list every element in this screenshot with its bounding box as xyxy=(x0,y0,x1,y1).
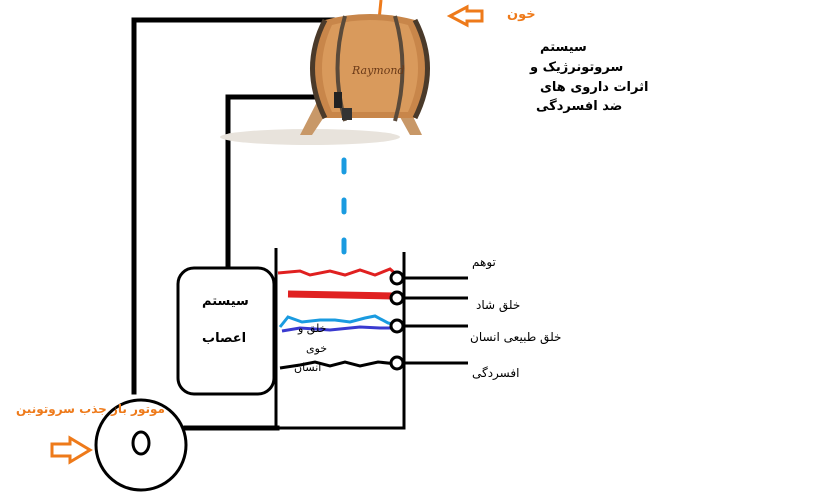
wire-depression xyxy=(279,360,398,370)
wine-barrel-icon: Raymond xyxy=(220,14,430,145)
mood-wires xyxy=(277,267,398,370)
system-title-line2: سروتونرژیک و xyxy=(530,60,624,75)
wire-illusion xyxy=(277,267,398,277)
label-happy-mood: خلق شاد xyxy=(476,298,521,312)
terminal-happy xyxy=(389,290,405,306)
label-depression: افسردگی xyxy=(472,366,520,380)
nerve-system-line2: اعصاب xyxy=(202,331,247,346)
terminal-natural xyxy=(389,318,405,334)
terminal-illusion xyxy=(389,270,405,286)
tap-wire xyxy=(225,94,343,275)
terminal-depression xyxy=(389,355,405,371)
nerve-system-box xyxy=(176,266,276,396)
right-arrow-icon xyxy=(50,4,484,465)
system-title-line3: اثرات داروی های xyxy=(540,80,649,95)
human-mood-line1: خلق و xyxy=(298,322,327,335)
label-natural-mood: خلق طبیعی انسان xyxy=(470,330,562,344)
wire-happy xyxy=(287,290,395,300)
human-mood-line2: خوی xyxy=(306,342,328,355)
motor-arrow xyxy=(50,435,93,465)
motor-label: موتور باز جذب سروتونین xyxy=(16,402,165,416)
wire-natural-purple xyxy=(281,325,397,333)
blood-label: خون xyxy=(507,7,536,22)
system-title-line1: سیستم xyxy=(540,40,587,55)
motor-circle-icon xyxy=(94,398,188,492)
label-illusion: توهم xyxy=(472,255,496,269)
nerve-system-line1: سیستم xyxy=(202,294,249,309)
blood-arrow xyxy=(446,4,484,28)
system-title-line4: ضد افسردگی xyxy=(536,99,623,114)
terminals xyxy=(389,270,468,371)
mood-container xyxy=(274,248,406,430)
wire-natural-blue xyxy=(278,314,398,328)
svg-text:Raymond: Raymond xyxy=(351,64,405,77)
human-mood-line3: انسان xyxy=(294,361,322,374)
